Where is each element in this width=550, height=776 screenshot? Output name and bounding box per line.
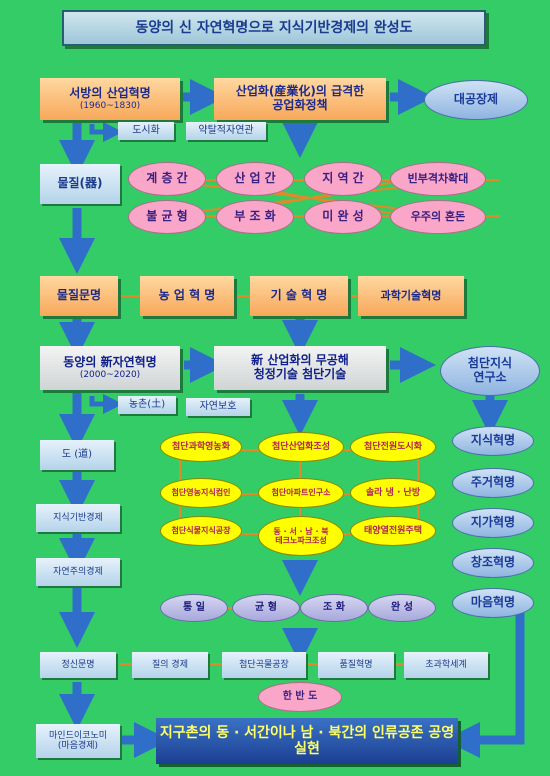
imbalance-oval-3: 미 완 성 — [304, 200, 382, 234]
farming-village-label: 농촌(土) — [118, 396, 176, 414]
creation-revolution-oval: 창조혁명 — [452, 548, 534, 578]
knowledge-revolution-oval: 지식혁명 — [452, 426, 534, 456]
completion-oval: 완 성 — [368, 594, 436, 622]
disparity-oval-3: 지 역 간 — [304, 162, 382, 196]
yellow-oval-1-3: 첨단전원도시화 — [350, 432, 436, 462]
imbalance-oval-2: 부 조 화 — [216, 200, 294, 234]
quality-revolution-box: 품질혁명 — [318, 652, 394, 678]
yellow-oval-2-1: 첨단영농지식컴인 — [160, 478, 242, 508]
mind-revolution-oval: 마음혁명 — [452, 588, 534, 618]
yellow-oval-2-2: 첨단아파트인구소 — [258, 478, 344, 508]
disparity-oval-2: 산 업 간 — [216, 162, 294, 196]
yellow-oval-3-1: 첨단식물지식공장 — [160, 516, 242, 546]
agricultural-revolution-box: 농 업 혁 명 — [140, 276, 234, 316]
imbalance-oval-4: 우주의 혼돈 — [390, 200, 486, 234]
east-revolution-period: (2000~2020) — [79, 369, 141, 380]
west-industrial-revolution-box: 서방의 산업혁명 (1960~1830) — [40, 78, 180, 120]
page-title: 동양의 신 자연혁명으로 지식기반경제의 완성도 — [62, 10, 486, 46]
land-value-revolution-oval: 지가혁명 — [452, 508, 534, 538]
yellow-oval-2-3: 솔라 냉 · 난방 — [350, 478, 436, 508]
housing-revolution-oval: 주거혁명 — [452, 468, 534, 498]
orange-connectors — [118, 179, 500, 665]
yellow-oval-3-2: 동 · 서 · 남 · 북 테크노파크조성 — [258, 516, 344, 556]
advanced-knowledge-institute-oval: 첨단지식 연구소 — [440, 346, 540, 396]
large-factory-oval: 대공장제 — [424, 80, 528, 120]
quality-economy-box: 질의 경제 — [132, 652, 208, 678]
yellow-oval-1-2: 첨단산업화조성 — [258, 432, 344, 462]
balance-oval: 균 형 — [232, 594, 300, 622]
disparity-oval-4: 빈부격차확대 — [390, 162, 486, 196]
yellow-oval-1-1: 첨단과학영농화 — [160, 432, 242, 462]
advanced-grain-factory-box: 첨단곡물공장 — [222, 652, 306, 678]
final-goal-box: 지구촌의 동 · 서간이나 남 · 북간의 인류공존 공영실현 — [156, 718, 458, 764]
rapid-industrialization-box: 산업화(産業化)의 급격한 공업화정책 — [214, 78, 386, 120]
unity-oval: 통 일 — [160, 594, 228, 622]
east-revolution-name: 동양의 新자연혁명 — [63, 354, 157, 369]
blue-arrows — [59, 79, 525, 758]
imbalance-oval-1: 불 균 형 — [128, 200, 206, 234]
knowledge-economy-box: 지식기반경제 — [36, 504, 120, 532]
urbanization-label: 도시화 — [118, 122, 174, 140]
technology-revolution-box: 기 술 혁 명 — [250, 276, 348, 316]
mind-economy-box: 마인드이코노미 (마음경제) — [36, 724, 120, 758]
dao-box: 도 (道) — [40, 440, 114, 470]
new-industrialization-box: 新 산업화의 무공해 청정기술 첨단기술 — [214, 346, 386, 390]
super-science-world-box: 초과학세계 — [404, 652, 488, 678]
west-revolution-period: (1960~1830) — [79, 100, 141, 111]
science-technology-revolution-box: 과학기술혁명 — [358, 276, 464, 316]
disparity-oval-1: 계 층 간 — [128, 162, 206, 196]
nature-protection-label: 자연보호 — [186, 398, 250, 416]
east-nature-revolution-box: 동양의 新자연혁명 (2000~2020) — [40, 346, 180, 390]
korean-peninsula-oval: 한 반 도 — [258, 682, 342, 712]
yellow-oval-3-3: 태양열전원주택 — [350, 516, 436, 546]
harmony-oval: 조 화 — [300, 594, 368, 622]
naturalism-economy-box: 자연주의경제 — [36, 558, 120, 586]
matter-vessel-box: 물질(器) — [40, 164, 120, 204]
west-revolution-name: 서방의 산업혁명 — [69, 85, 151, 100]
spiritual-civilization-box: 정신문명 — [40, 652, 116, 678]
small-blue-arrows — [89, 122, 123, 414]
exploitative-nature-label: 약탈적자연관 — [186, 122, 266, 140]
material-civilization-box: 물질문명 — [40, 276, 118, 316]
